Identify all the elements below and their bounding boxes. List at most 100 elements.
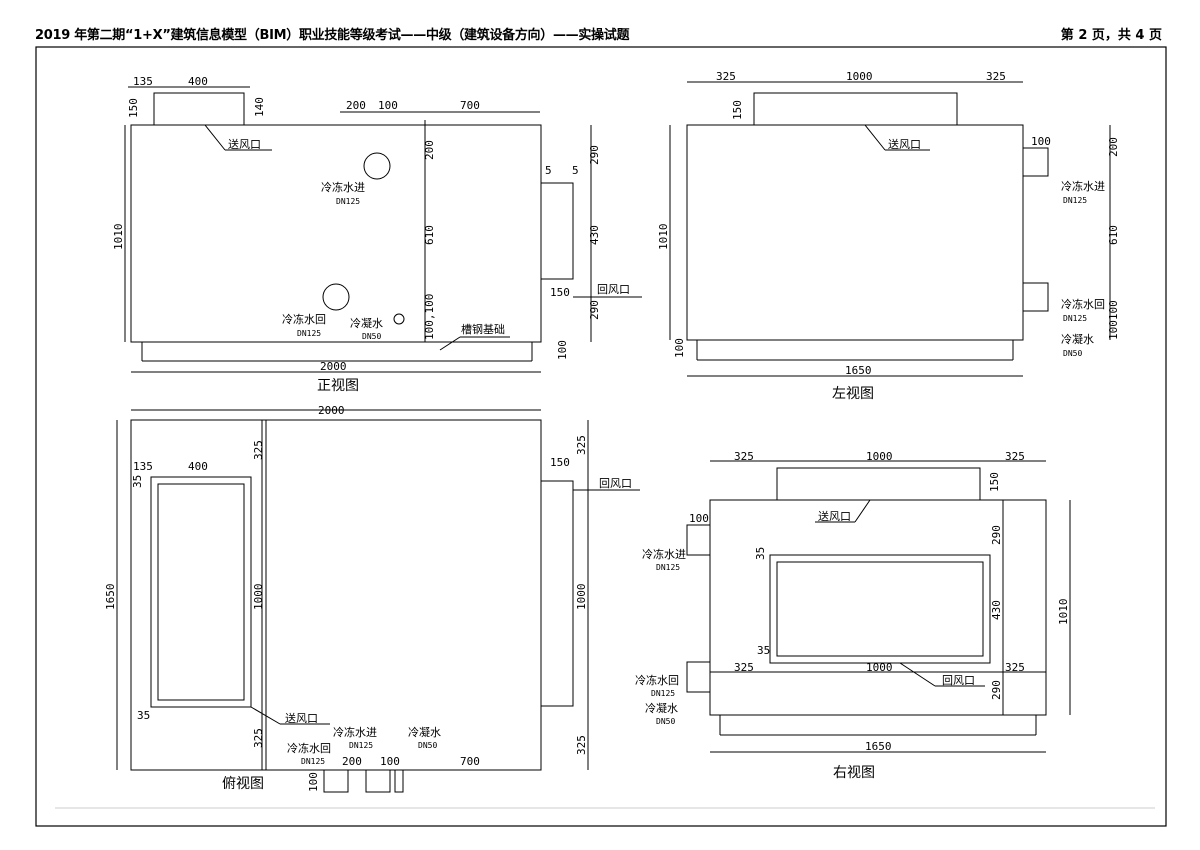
top-chw-return-stub xyxy=(323,769,349,793)
right-supply-outlet xyxy=(776,467,981,501)
front-dim-100: 100 xyxy=(378,99,398,112)
sheet-frame xyxy=(35,46,1167,827)
page-number: 第 2 页，共 4 页 xyxy=(1060,28,1162,43)
right-dim-325-b: 325 xyxy=(1005,450,1025,463)
top-dim-200: 200 xyxy=(342,755,362,768)
front-supply-outlet xyxy=(153,92,245,126)
front-dim-400: 400 xyxy=(188,75,208,88)
right-label-chw-return: 冷冻水回 xyxy=(635,673,679,687)
right-view-text: 325 1000 325 150 290 430 290 1010 35 35 … xyxy=(635,450,1070,781)
top-chw-supply-stub xyxy=(365,769,391,793)
front-dim-5-a: 5 xyxy=(545,164,552,177)
top-dim-35-b: 35 xyxy=(137,709,150,722)
front-dim-150-right: 150 xyxy=(550,286,570,299)
front-label-chw-supply-dn: DN125 xyxy=(336,197,360,206)
front-leader-base xyxy=(439,336,461,351)
right-dim-35-b: 35 xyxy=(757,644,770,657)
right-label-chw-supply: 冷冻水进 xyxy=(642,547,686,561)
left-chw-return-stub xyxy=(1022,282,1049,312)
right-label-condensate: 冷凝水 xyxy=(645,701,678,715)
right-label-supply-outlet: 送风口 xyxy=(818,509,851,523)
top-dim-2000: 2000 xyxy=(318,404,345,417)
right-label-chw-supply-dn: DN125 xyxy=(656,563,680,572)
top-dim-35-a: 35 xyxy=(131,475,144,488)
right-label-condensate-dn: DN50 xyxy=(656,717,675,726)
front-dim-140: 140 xyxy=(253,97,266,117)
top-leader-supply xyxy=(250,706,281,725)
front-chw-supply-pipe xyxy=(363,152,391,180)
left-supply-outlet xyxy=(753,92,958,126)
front-dim-150: 150 xyxy=(127,98,140,118)
right-dim-1650: 1650 xyxy=(865,740,892,753)
front-label-chw-return: 冷冻水回 xyxy=(282,312,326,326)
top-dim-150: 150 xyxy=(550,456,570,469)
left-dim-1650: 1650 xyxy=(845,364,872,377)
right-dim-290-top: 290 xyxy=(990,525,1003,545)
top-dim-325-top: 325 xyxy=(252,440,265,460)
right-dim-290-bottom: 290 xyxy=(990,680,1003,700)
top-label-condensate: 冷凝水 xyxy=(408,725,441,739)
right-chw-return-stub xyxy=(686,661,711,693)
front-label-supply-outlet: 送风口 xyxy=(228,137,261,151)
front-view-text: 135 400 150 140 200 100 700 1010 200 610… xyxy=(112,75,630,394)
top-label-return-outlet: 回风口 xyxy=(599,477,632,490)
front-dim-610: 610 xyxy=(423,225,436,245)
front-unit-body xyxy=(130,124,542,343)
top-dim-100-pipe: 100 xyxy=(307,772,320,792)
right-chw-supply-stub xyxy=(686,524,711,556)
left-leader-supply xyxy=(864,124,886,151)
left-label-supply-outlet: 送风口 xyxy=(888,137,921,151)
front-return-duct xyxy=(540,182,574,280)
front-condensate-pipe xyxy=(393,313,405,325)
front-dim-290-top: 290 xyxy=(588,145,601,165)
front-view-title: 正视图 xyxy=(317,378,359,394)
front-dim-2000: 2000 xyxy=(320,360,347,373)
left-view-title: 左视图 xyxy=(832,386,874,402)
front-dim-100100: 100,100 xyxy=(423,294,436,340)
front-dim-5-b: 5 xyxy=(572,164,579,177)
right-dim-325-c: 325 xyxy=(734,661,754,674)
top-dim-325-right-bottom: 325 xyxy=(575,735,588,755)
right-dim-325-a: 325 xyxy=(734,450,754,463)
left-dim-610: 610 xyxy=(1107,225,1120,245)
left-dim-325-a: 325 xyxy=(716,70,736,83)
right-dim-100: 100 xyxy=(689,512,709,525)
top-dim-100: 100 xyxy=(380,755,400,768)
left-view xyxy=(669,81,1111,377)
top-view-title: 俯视图 xyxy=(222,776,264,792)
right-label-return-outlet: 回风口 xyxy=(942,674,975,687)
left-dim-200: 200 xyxy=(1107,137,1120,157)
top-label-chw-return-dn: DN125 xyxy=(301,757,325,766)
top-dim-325-right-top: 325 xyxy=(575,435,588,455)
front-dim-100-base: 100 xyxy=(556,340,569,360)
front-chw-return-pipe xyxy=(322,283,350,311)
top-dim-1000-right: 1000 xyxy=(575,584,588,611)
left-dim-150: 150 xyxy=(731,100,744,120)
top-dim-400: 400 xyxy=(188,460,208,473)
top-view-text: 2000 135 400 35 35 1650 325 1000 325 325… xyxy=(104,404,632,792)
right-dim-35-a: 35 xyxy=(754,547,767,560)
left-dim-1010: 1010 xyxy=(657,224,670,251)
front-dim-200-v: 200 xyxy=(423,140,436,160)
top-dim-1650: 1650 xyxy=(104,584,117,611)
top-view xyxy=(116,409,640,793)
top-supply-outlet-outer xyxy=(150,476,252,708)
right-return-outlet-outer xyxy=(769,554,991,664)
top-dim-700: 700 xyxy=(460,755,480,768)
front-dim-290-bottom: 290 xyxy=(588,300,601,320)
front-label-channel-base: 槽钢基础 xyxy=(461,323,505,336)
top-dim-135: 135 xyxy=(133,460,153,473)
left-label-condensate: 冷凝水 xyxy=(1061,332,1094,346)
front-label-chw-return-dn: DN125 xyxy=(297,329,321,338)
left-dim-325-b: 325 xyxy=(986,70,1006,83)
top-label-supply-outlet: 送风口 xyxy=(285,711,318,725)
right-view-title: 右视图 xyxy=(833,765,875,781)
right-dim-150: 150 xyxy=(988,472,1001,492)
front-label-condensate: 冷凝水 xyxy=(350,316,383,330)
right-dim-325-d: 325 xyxy=(1005,661,1025,674)
document-title: 2019 年第二期“1+X”建筑信息模型（BIM）职业技能等级考试——中级（建筑… xyxy=(35,28,630,43)
right-label-chw-return-dn: DN125 xyxy=(651,689,675,698)
left-dim-100-top: 100 xyxy=(1031,135,1051,148)
top-label-chw-return: 冷冻水回 xyxy=(287,741,331,755)
